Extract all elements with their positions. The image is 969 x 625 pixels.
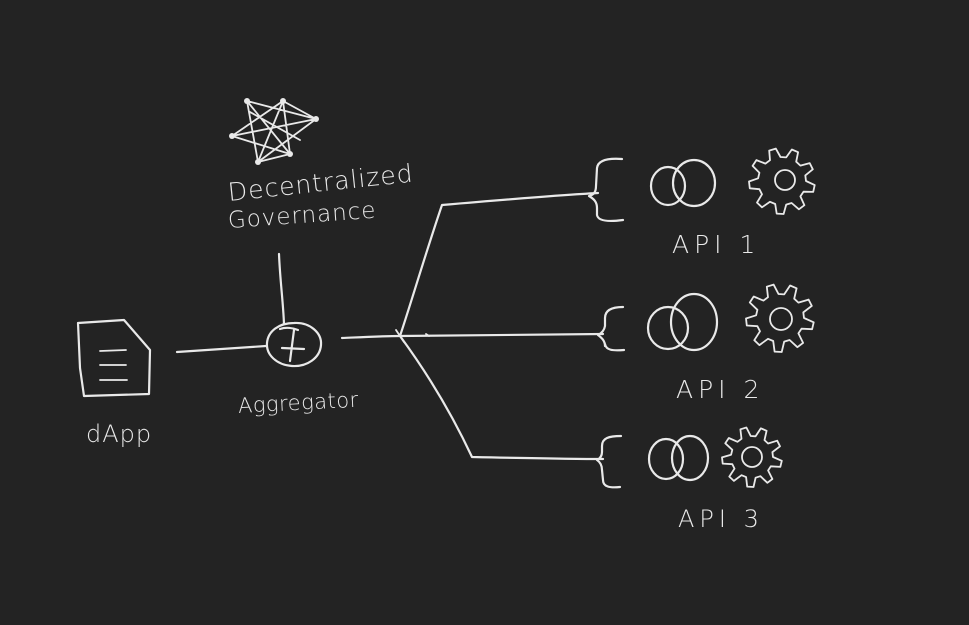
gear-icon bbox=[721, 426, 783, 488]
gear-outline bbox=[748, 147, 816, 215]
api2-connector bbox=[398, 332, 605, 338]
api1-icons bbox=[587, 147, 816, 223]
gear-icon bbox=[745, 283, 815, 353]
overlapping-circles-icon bbox=[647, 434, 710, 482]
gear-icon bbox=[748, 147, 816, 215]
document-icon bbox=[76, 318, 152, 398]
dapp-label: dApp bbox=[86, 420, 153, 448]
gear-outline bbox=[745, 283, 815, 353]
gear-outline bbox=[721, 426, 783, 488]
network-graph-icon bbox=[229, 98, 319, 165]
overlapping-circles-icon bbox=[646, 292, 719, 352]
aggregator-connector bbox=[340, 334, 402, 340]
api3-label: API 3 bbox=[678, 505, 764, 533]
plus-circle-icon bbox=[265, 321, 323, 368]
governance-connector bbox=[277, 252, 286, 326]
api3-icons bbox=[595, 426, 783, 489]
api2-icons bbox=[596, 283, 815, 353]
dapp-connector bbox=[175, 344, 268, 354]
api3-connector bbox=[398, 334, 605, 461]
overlapping-circles-icon bbox=[649, 158, 717, 208]
api1-label: API 1 bbox=[672, 230, 761, 259]
bracket-icon bbox=[596, 305, 626, 352]
branch-tick bbox=[395, 329, 430, 343]
bracket-icon bbox=[595, 434, 623, 489]
api1-connector bbox=[398, 191, 600, 338]
bracket-icon bbox=[587, 157, 625, 223]
api2-label: API 2 bbox=[676, 375, 765, 404]
